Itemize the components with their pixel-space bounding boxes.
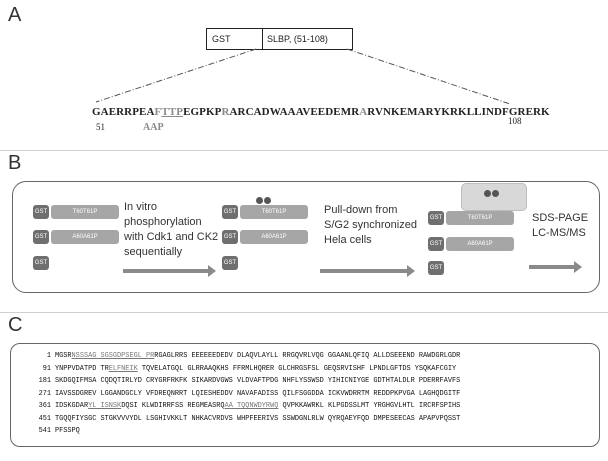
sequence-line: 271 IAVSSDGREV LGGANDGCLY VFDREQNRRT LQIE… xyxy=(29,389,461,398)
mut-slbp-box: A60A61P xyxy=(446,237,514,251)
sequence-text: MGSR xyxy=(55,352,72,360)
identified-peptide: ELFNEIK xyxy=(108,364,138,373)
sequence-segment: F xyxy=(154,106,162,118)
sequence-line-number: 181 xyxy=(38,377,51,385)
sequence-segment: EGPKP xyxy=(183,106,222,118)
sequence-segment: R xyxy=(221,106,230,118)
sequence-text: QVPKKAWRKL KLPGDSSLMT YRGHGVLHTL IRCRFSP… xyxy=(278,402,461,410)
panel-label-c: C xyxy=(8,314,23,336)
sequence-segment: ARCADWAAAVEEDEMR xyxy=(229,106,360,118)
identified-peptide: NSSSAG SGSGDPSEGL PR xyxy=(71,352,155,360)
sequence-line-number: 451 xyxy=(38,414,51,423)
arrow-2 xyxy=(320,265,415,277)
sequence-text: IAVSSDGREV LGGANDGCLY VFDREQNRRT LQIESHE… xyxy=(55,389,461,398)
phospho-dot xyxy=(264,197,271,204)
sequence-text: YNPPVDATPD TR xyxy=(55,364,109,373)
gst-box: GST xyxy=(33,205,49,219)
sequence-segment: RVNKEMARYKRKLLINDFGRERK xyxy=(367,106,550,118)
sequence-line: 181 SKDGQIFMSA CQDQTIRLYD CRYGRFRKFK SIKA… xyxy=(29,377,461,385)
sequence-start-number: 51 xyxy=(96,122,105,132)
sequence-segment: A xyxy=(359,106,368,118)
construct-slbp-label: SLBP, (51-108) xyxy=(267,34,328,44)
phospho-dot xyxy=(484,190,491,197)
identified-peptide: AA TQQNWDYRWQ xyxy=(224,402,279,410)
gst-only-box: GST xyxy=(222,256,238,270)
step2-text: Pull-down from S/G2 synchronized Hela ce… xyxy=(324,204,417,246)
sequence-line-number: 361 xyxy=(38,402,51,410)
sequence-line-number: 91 xyxy=(42,364,51,373)
sequence-text: DQSI KLWDIRRFSS REGMEASRQ xyxy=(121,402,225,410)
sequence-segment: GAERRPEA xyxy=(92,106,155,118)
step1-text: In vitro phosphorylation with Cdk1 and C… xyxy=(124,201,219,258)
sequence-line: 541 PFSSPQ xyxy=(29,427,80,435)
gst-box: GST xyxy=(222,230,238,244)
gst-slbp-construct: GST SLBP, (51-108) xyxy=(206,28,353,50)
sequence-end-number: 108 xyxy=(508,116,522,126)
divider-mid xyxy=(0,312,608,313)
gst-box: GST xyxy=(428,211,444,225)
panel-label-a: A xyxy=(8,4,22,26)
mutant-aap-label: AAP xyxy=(143,122,164,133)
sequence-text: RGAGLRRS EEEEEEDEDV DLAQVLAYLL RRGQVRLVQ… xyxy=(154,352,461,360)
wt-slbp-phospho-box: T60T61P xyxy=(240,205,308,219)
zoom-lines xyxy=(95,48,511,105)
gst-box: GST xyxy=(222,205,238,219)
gst-box: GST xyxy=(33,230,49,244)
sequence-line: 91 YNPPVDATPD TRELFNEIK TQVELATGQL GLRRAA… xyxy=(29,365,456,373)
sequence-text: TGQQFIYSGC STGKVVVYDL LSGHIVKKLT NHKACVR… xyxy=(55,414,461,423)
sequence-line-number: 541 xyxy=(38,427,51,435)
mut-slbp-box: A60A61P xyxy=(240,230,308,244)
step3-text: SDS-PAGE LC-MS/MS xyxy=(532,212,589,239)
construct-gst-label: GST xyxy=(207,29,263,49)
sequence-text: TQVELATGQL GLRRAAQKHS FFRMLHQRER GLCHRGS… xyxy=(137,364,457,373)
phospho-dot xyxy=(256,197,263,204)
wt-slbp-phospho-box: T60T61P xyxy=(446,211,514,225)
arrow-3 xyxy=(529,261,582,273)
panel-label-b: B xyxy=(8,152,22,174)
mut-slbp-box: A60A61P xyxy=(51,230,119,244)
sequence-text: PFSSPQ xyxy=(55,427,80,435)
gst-box: GST xyxy=(428,237,444,251)
arrow-1 xyxy=(123,265,216,277)
slbp-sequence: GAERRPEAFTTPEGPKPRARCADWAAAVEEDEMRARVNKE… xyxy=(92,106,550,118)
identified-peptide: YL ISNSK xyxy=(88,402,122,410)
protein-sequence-frame: 1 MGSRNSSSAG SGSGDPSEGL PRRGAGLRRS EEEEEE… xyxy=(10,343,600,447)
sequence-line: 361 IDSKGDARYL ISNSKDQSI KLWDIRRFSS REGME… xyxy=(29,402,461,410)
workflow-frame xyxy=(12,181,600,293)
gst-only-box: GST xyxy=(428,261,444,275)
sequence-text: IDSKGDAR xyxy=(55,402,89,410)
sequence-line-number: 1 xyxy=(46,352,51,360)
sequence-line-number: 271 xyxy=(38,389,51,398)
divider-top xyxy=(0,150,608,151)
sequence-segment: TTP xyxy=(161,106,184,118)
bound-proteins-box xyxy=(461,183,527,211)
sequence-text: SKDGQIFMSA CQDQTIRLYD CRYGRFRKFK SIKARDV… xyxy=(55,377,461,385)
gst-only-box: GST xyxy=(33,256,49,270)
phospho-dot xyxy=(492,190,499,197)
sequence-line: 1 MGSRNSSSAG SGSGDPSEGL PRRGAGLRRS EEEEEE… xyxy=(29,352,460,360)
wt-slbp-box: T60T61P xyxy=(51,205,119,219)
sequence-line: 451 TGQQFIYSGC STGKVVVYDL LSGHIVKKLT NHKA… xyxy=(29,414,461,423)
